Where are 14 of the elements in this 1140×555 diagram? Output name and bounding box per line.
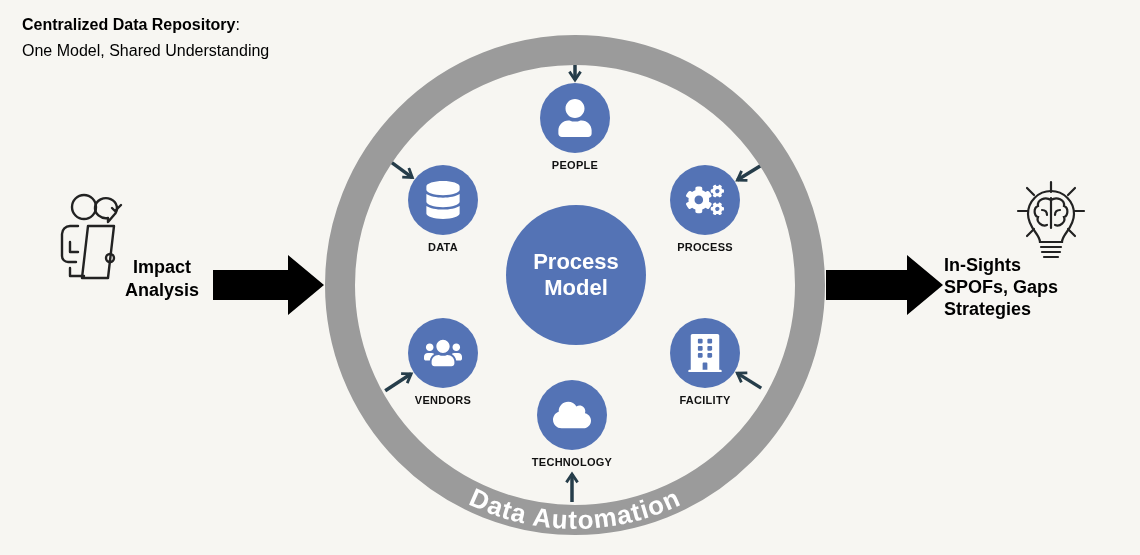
- arrow: [735, 371, 763, 390]
- category-label: DATA: [428, 240, 458, 255]
- arrow: [384, 372, 413, 393]
- outcome-label: In-Sights SPOFs, Gaps Strategies: [944, 254, 1060, 320]
- category-label: PEOPLE: [551, 158, 599, 173]
- category-label: FACILITY: [679, 393, 731, 408]
- block-arrow: [213, 255, 324, 315]
- category-label: TECHNOLOGY: [531, 455, 613, 470]
- title: Centralized Data Repository: One Model, Shared Understanding: [22, 15, 271, 61]
- step-label: Impact Analysis: [123, 256, 200, 302]
- ring-band: [325, 35, 825, 535]
- category-label: VENDORS: [414, 393, 472, 408]
- block-arrow: [826, 255, 943, 315]
- category-label: PROCESS: [677, 240, 733, 255]
